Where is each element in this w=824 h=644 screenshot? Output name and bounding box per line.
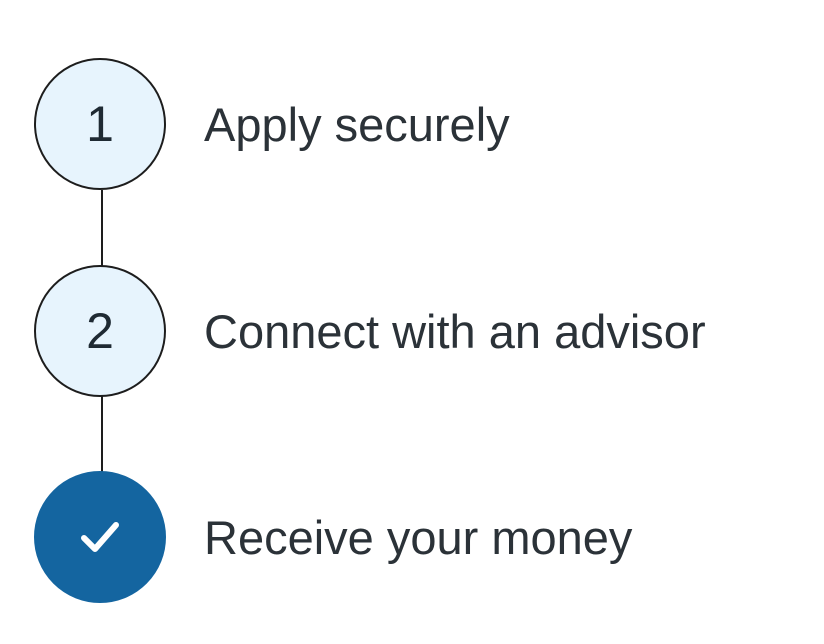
step-2-indicator: 2 — [34, 265, 166, 397]
step-1-indicator: 1 — [34, 58, 166, 190]
step-receive-money: Receive your money — [34, 469, 632, 605]
checkmark-icon — [81, 522, 119, 552]
step-1-number: 1 — [86, 96, 114, 152]
step-2-label: Connect with an advisor — [204, 304, 706, 358]
step-3-indicator — [34, 471, 166, 603]
step-connector-2-3 — [101, 396, 103, 472]
step-connect-advisor: 2 Connect with an advisor — [34, 263, 706, 399]
step-apply-securely: 1 Apply securely — [34, 56, 510, 192]
step-1-label: Apply securely — [204, 97, 510, 151]
step-3-label: Receive your money — [204, 510, 633, 564]
step-connector-1-2 — [101, 190, 103, 266]
step-2-number: 2 — [86, 303, 114, 359]
